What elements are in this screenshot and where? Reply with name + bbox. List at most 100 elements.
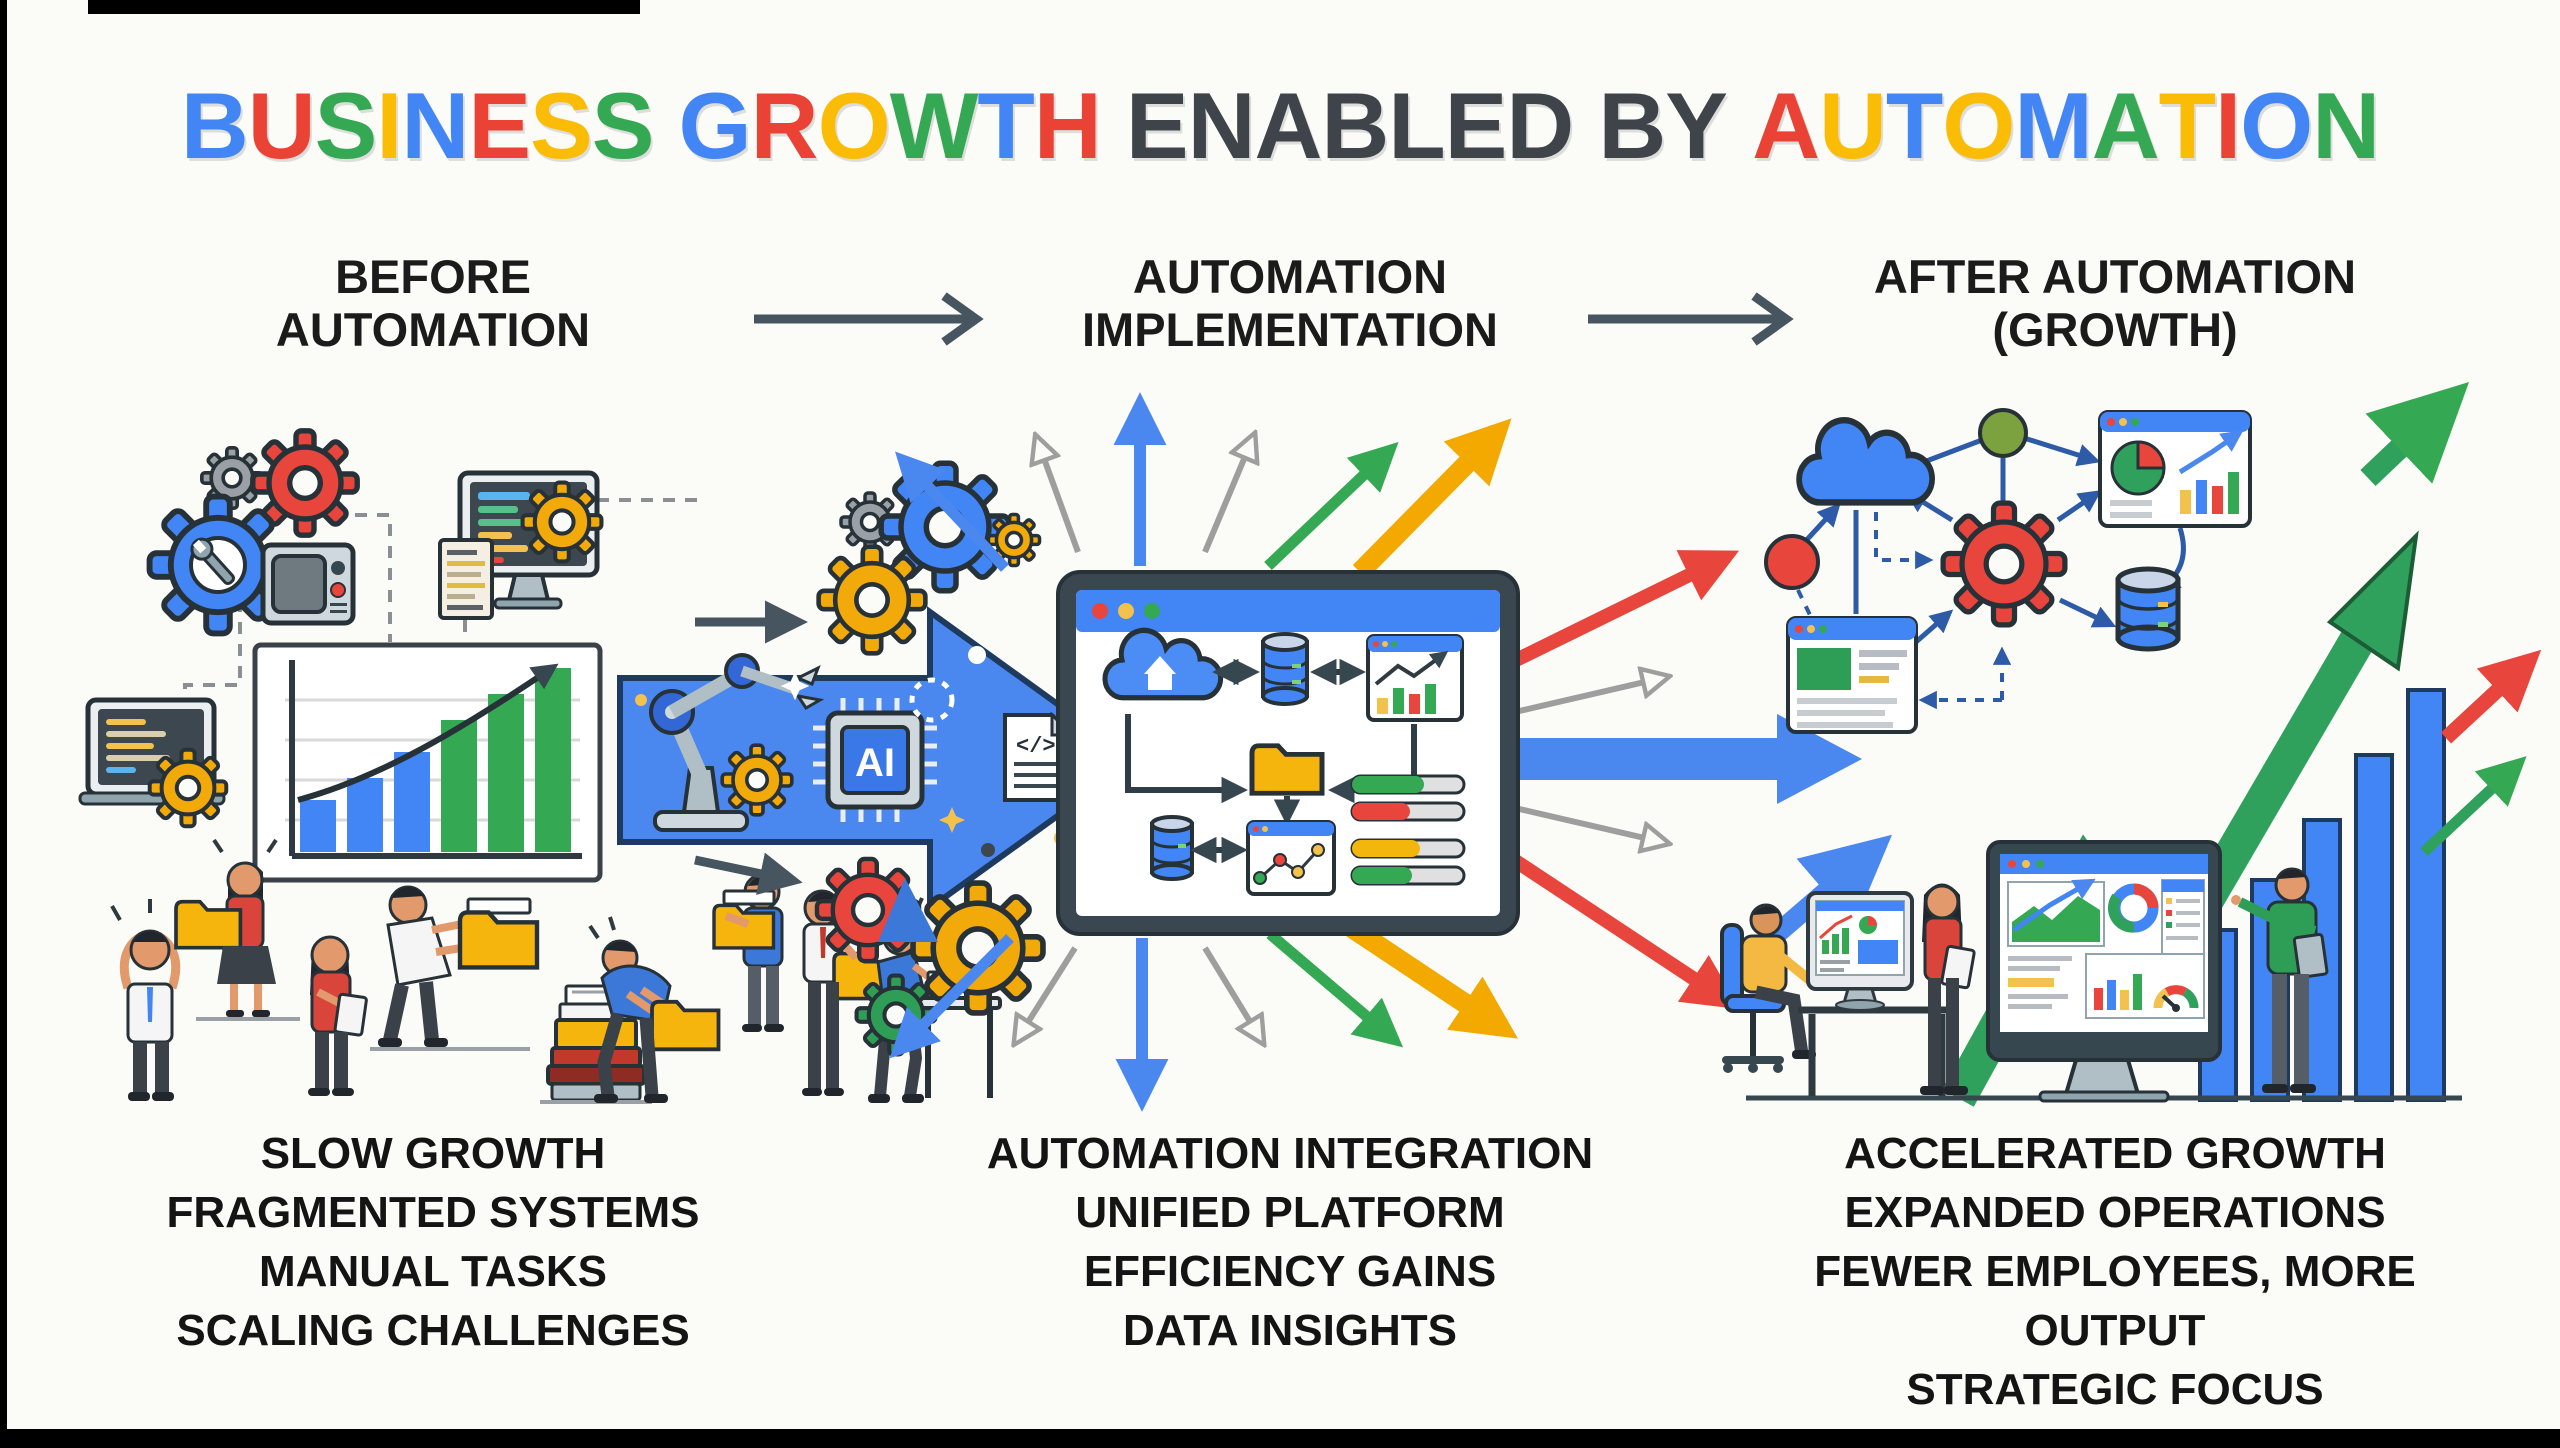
gear-icon <box>857 976 936 1055</box>
title-letter <box>1573 72 1598 180</box>
network-cloud-icon <box>1799 420 1932 502</box>
title-letter: B <box>1598 73 1666 178</box>
gear-icon <box>523 483 602 562</box>
list-item: SCALING CHALLENGES <box>176 1306 690 1355</box>
progress-bars <box>1350 774 1466 886</box>
title-letter: R <box>750 73 819 178</box>
header-line: BEFORE <box>335 250 531 303</box>
list-item: EXPANDED OPERATIONS <box>1844 1188 2386 1237</box>
code-doc-label: </> <box>1016 734 1056 759</box>
radiating-arrow <box>1514 678 1662 715</box>
list-item: ACCELERATED GROWTH <box>1844 1129 2386 1178</box>
bottom-crop-bar <box>0 1429 2560 1448</box>
window-dot-green <box>1144 603 1160 619</box>
title-letter: N <box>2312 73 2380 178</box>
flow-arrow <box>694 852 803 895</box>
radiating-arrow <box>1346 919 1518 1039</box>
header-arrow-icon <box>1588 292 1794 346</box>
title-letter: B <box>1321 73 1389 178</box>
list-item: DATA INSIGHTS <box>1122 1306 1458 1355</box>
list-item: EFFICIENCY GAINS <box>1083 1247 1497 1296</box>
growth-arrow-icon <box>2420 756 2527 857</box>
clipboard-person <box>2231 867 2329 1093</box>
seated-worker-person <box>1740 903 1821 1059</box>
header-after: AFTER AUTOMATION (GROWTH) <box>1755 250 2475 356</box>
analytics-card-icon <box>2098 410 2252 528</box>
list-item: AUTOMATION INTEGRATION <box>986 1129 1594 1178</box>
folder-carrier-person <box>174 838 300 1021</box>
browser-card-icon <box>1786 616 1918 734</box>
panel-after-illustration <box>1720 381 2542 1107</box>
header-line: AFTER AUTOMATION <box>1873 250 2357 303</box>
growth-arrow-icon <box>2440 649 2542 744</box>
list-card <box>2161 879 2205 955</box>
list-item: MANUAL TASKS <box>259 1247 607 1296</box>
folder-icon <box>1252 746 1322 794</box>
title-letter: L <box>1388 73 1445 178</box>
upload-glyph <box>1148 672 1172 690</box>
radiating-arrow <box>1264 441 1399 570</box>
header-line: IMPLEMENTATION <box>1081 303 1498 357</box>
title-letter <box>653 72 678 180</box>
header-line: (GROWTH) <box>1992 303 2238 357</box>
title-letter: I <box>376 73 402 178</box>
radiating-arrow <box>1508 550 1740 669</box>
title-letter: A <box>1752 73 1820 178</box>
network-gear-icon <box>1943 503 2065 625</box>
ai-chip-label: AI <box>855 741 895 785</box>
gear-icon <box>819 547 926 654</box>
title-letter: T <box>977 73 1034 178</box>
crt-tv-icon <box>260 542 356 626</box>
title-letter: N <box>1187 73 1256 178</box>
title-letter: A <box>1254 73 1322 178</box>
top-crop-bar <box>88 0 640 14</box>
bent-carrier-person <box>588 916 721 1103</box>
panel-implementation-illustration: AI </> <box>617 392 1862 1112</box>
donut-chart-icon <box>2107 883 2159 933</box>
title-letter: Y <box>1665 73 1728 178</box>
bar-chart-icon <box>2180 472 2239 514</box>
network-node <box>1978 408 2028 458</box>
title-letter: O <box>817 73 891 178</box>
radiating-arrow <box>1202 946 1260 1038</box>
page-title: BUSINESS GROWTH ENABLED BY AUTOMATION <box>0 72 2560 180</box>
title-letter: M <box>2014 73 2092 178</box>
radiating-arrow <box>1504 850 1741 1010</box>
title-letter: U <box>1818 73 1887 178</box>
radiating-arrow <box>1514 805 1662 842</box>
gear-icon <box>913 883 1043 1013</box>
left-crop-bar <box>0 0 7 1448</box>
document-icon <box>438 538 494 620</box>
analytics-card-icon <box>1366 634 1464 722</box>
window-dot-yellow <box>1118 603 1134 619</box>
title-letter: S <box>591 73 655 178</box>
large-dashboard-monitor <box>1986 840 2222 1103</box>
network-node <box>1764 534 1820 590</box>
ai-chip-icon: AI <box>813 698 937 822</box>
workflow-screen <box>1056 570 1520 936</box>
radiating-arrow <box>889 934 1014 1059</box>
title-letter: E <box>1125 73 1189 178</box>
header-before: BEFORE AUTOMATION <box>73 250 793 356</box>
robot-arm-icon <box>635 653 825 832</box>
title-letter: E <box>1444 73 1508 178</box>
title-letter <box>1727 72 1752 180</box>
database-icon <box>1261 632 1309 706</box>
titlebar <box>1076 590 1500 632</box>
database-icon <box>1150 815 1194 881</box>
title-letter: U <box>247 73 316 178</box>
title-letter: I <box>2215 73 2241 178</box>
title-letter: D <box>1506 73 1574 178</box>
growth-bar-chart <box>2198 688 2446 1102</box>
header-arrow-icon <box>754 292 984 346</box>
title-letter: N <box>401 73 469 178</box>
radiating-arrow <box>1266 929 1404 1048</box>
list-item: FEWER EMPLOYEES, MORE OUTPUT <box>1814 1247 2416 1355</box>
list-item: SLOW GROWTH <box>260 1129 606 1178</box>
title-letter <box>1101 72 1126 180</box>
area-chart-card <box>2007 878 2105 947</box>
